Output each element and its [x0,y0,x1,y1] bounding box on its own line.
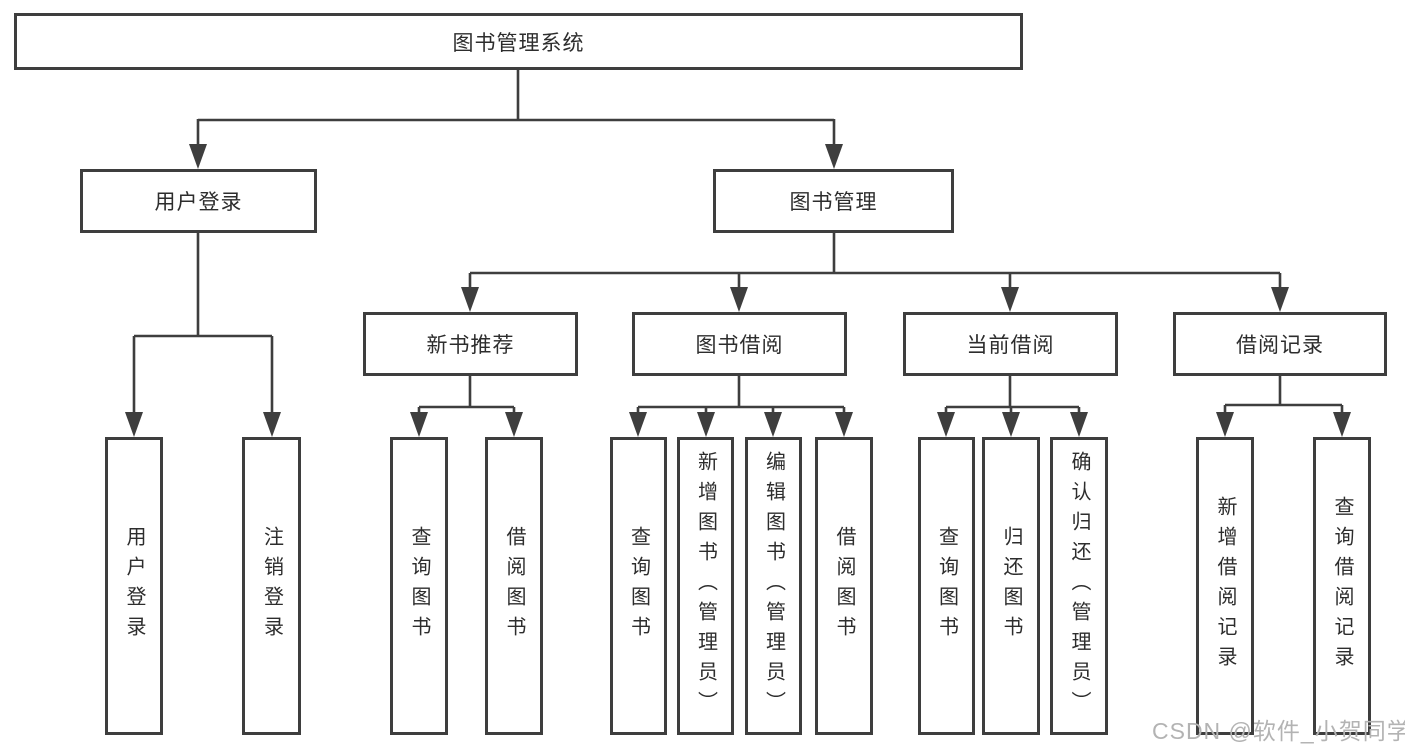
branch-new-book-recommend [417,376,516,418]
node-book-borrow: 图书借阅 [632,312,847,376]
csdn-watermark: CSDN @软件_小贺同学 [1152,718,1405,744]
arrow-down-icon [697,412,715,437]
arrow-down-icon [1002,412,1020,437]
leaf-borrow-query-books: 查询图书 [610,437,667,735]
arrow-down-icon [629,412,647,437]
arrow-down-icon [410,412,428,437]
branch-user-login [132,233,274,418]
node-book-management: 图书管理 [713,169,954,233]
node-user-login: 用户登录 [80,169,317,233]
arrow-down-icon [937,412,955,437]
arrow-down-icon [730,287,748,312]
leaf-records-add-record: 新增借阅记录 [1196,437,1254,735]
arrow-down-icon [1070,412,1088,437]
branch-current-borrow [944,376,1081,418]
arrow-down-icon [505,412,523,437]
branch-root [196,70,836,150]
leaf-logout: 注销登录 [242,437,301,735]
arrow-down-icon [263,412,281,437]
node-new-book-recommend: 新书推荐 [363,312,578,376]
node-root-system: 图书管理系统 [14,13,1023,70]
branch-book-borrow [636,376,846,418]
branch-borrow-records [1223,376,1344,418]
leaf-current-query-books: 查询图书 [918,437,975,735]
arrow-down-icon [125,412,143,437]
leaf-current-confirm-return-admin: 确认归还（管理员） [1050,437,1108,735]
leaf-records-query-record: 查询借阅记录 [1313,437,1371,735]
arrow-down-icon [461,287,479,312]
node-borrow-records: 借阅记录 [1173,312,1387,376]
arrow-down-icon [1216,412,1234,437]
leaf-user-login: 用户登录 [105,437,163,735]
leaf-current-return-books: 归还图书 [982,437,1040,735]
leaf-borrow-add-books-admin: 新增图书（管理员） [677,437,734,735]
leaf-borrow-edit-books-admin: 编辑图书（管理员） [745,437,802,735]
arrow-down-icon [835,412,853,437]
arrow-down-icon [825,144,843,169]
branch-book-management [468,233,1282,293]
arrow-down-icon [1001,287,1019,312]
arrow-down-icon [1333,412,1351,437]
leaf-recommend-borrow-books: 借阅图书 [485,437,543,735]
leaf-borrow-borrow-books: 借阅图书 [815,437,873,735]
arrow-down-icon [764,412,782,437]
leaf-recommend-query-books: 查询图书 [390,437,448,735]
arrow-down-icon [1271,287,1289,312]
node-current-borrow: 当前借阅 [903,312,1118,376]
arrow-down-icon [189,144,207,169]
